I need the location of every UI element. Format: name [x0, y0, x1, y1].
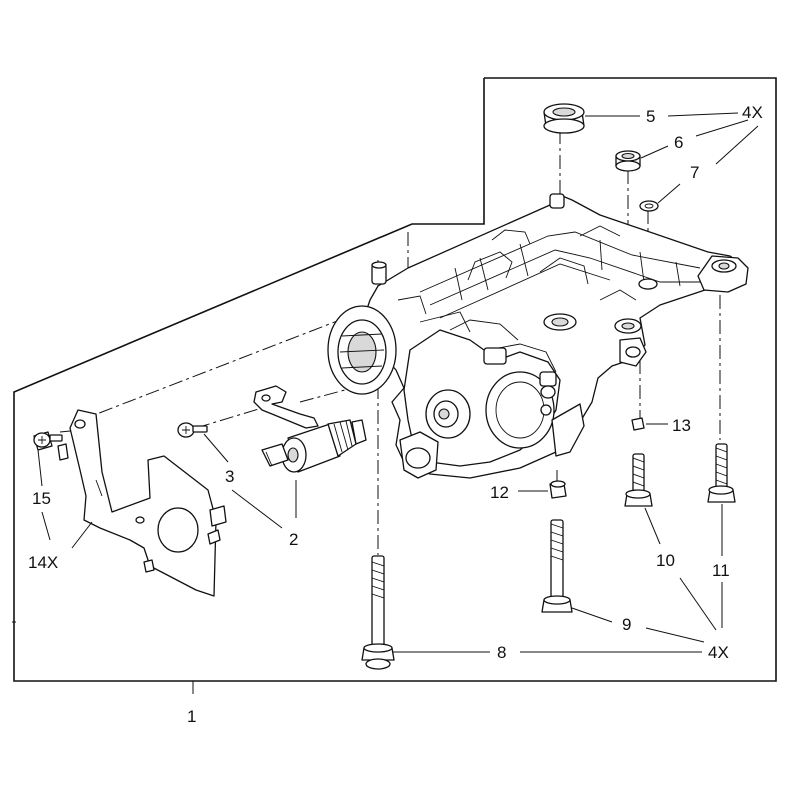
- part-11-bolt: [707, 443, 736, 503]
- part-6-sleeve: [615, 150, 641, 172]
- callout-11: 11: [712, 561, 730, 580]
- part-7-o-ring: [639, 200, 659, 212]
- part-8-bolt: [361, 555, 395, 670]
- part-13-nut: [631, 417, 645, 431]
- part-12-nut: [549, 480, 567, 499]
- callout-2: 2: [289, 530, 298, 549]
- callout-9: 9: [622, 615, 631, 634]
- callout-6: 6: [674, 133, 683, 152]
- part-14-shield: [57, 409, 227, 597]
- assembly-frame: [13, 77, 777, 682]
- callout-qty-top: 4X: [742, 103, 763, 122]
- part-3-screw: [177, 422, 208, 438]
- part-7-o-ring-hole: [644, 203, 654, 209]
- callout-10: 10: [656, 551, 675, 570]
- pump-housing: [327, 193, 749, 479]
- part-2-solenoid: [261, 419, 367, 473]
- callout-14x: 14X: [28, 553, 58, 572]
- callout-13: 13: [672, 416, 691, 435]
- part-9-bolt: [541, 519, 573, 613]
- callout-3: 3: [225, 467, 234, 486]
- solenoid-bracket: [253, 385, 319, 429]
- callout-5: 5: [646, 107, 655, 126]
- part-10-bolt: [624, 453, 653, 507]
- part-15-screw: [33, 431, 63, 451]
- callout-1: 1: [187, 707, 196, 726]
- callout-7: 7: [690, 163, 699, 182]
- callout-15: 15: [32, 489, 51, 508]
- callout-12: 12: [490, 483, 509, 502]
- part-5-seal: [543, 103, 585, 134]
- leader-lines: [37, 112, 759, 653]
- callout-labels: 1 2 3 5 4X 6 7 8 4X 9 10 11 12 13 14X 15: [28, 103, 763, 726]
- callout-qty-bottom: 4X: [708, 643, 729, 662]
- callout-8: 8: [497, 643, 506, 662]
